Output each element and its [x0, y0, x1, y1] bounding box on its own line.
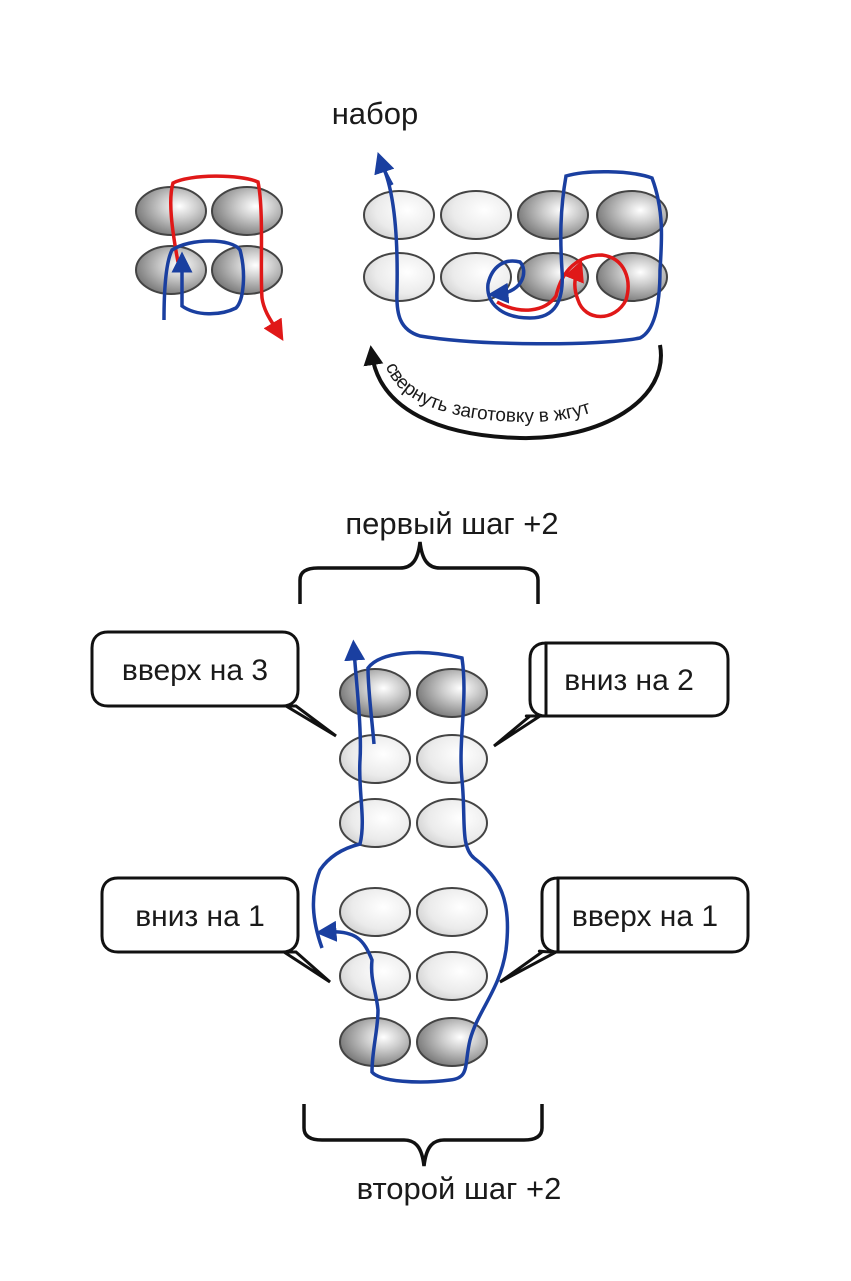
bead: [596, 252, 668, 302]
bead: [211, 245, 283, 295]
cast-on-red-thread: [496, 253, 630, 319]
bead: [363, 190, 435, 240]
callout-up3-text: вверх на 3: [122, 654, 268, 687]
bead: [596, 190, 668, 240]
cast-on-blue-arrow-head: [374, 152, 395, 186]
cast-on-bead-group: [363, 190, 668, 302]
bead: [363, 252, 435, 302]
bead: [339, 798, 411, 848]
callout-down2-text: вниз на 2: [564, 664, 694, 697]
callout-up3-bubble: [90, 630, 337, 738]
bead: [211, 186, 283, 236]
bead: [416, 1017, 488, 1067]
step-blue-thread-left: [311, 639, 366, 949]
bead: [416, 798, 488, 848]
bead: [517, 190, 589, 240]
step-blue-thread-main: [315, 650, 510, 1084]
cast-on-blue-thread: [379, 161, 664, 346]
callout-down1-bubble: [100, 876, 331, 984]
callout-up1-text: вверх на 1: [572, 900, 718, 933]
bead: [416, 734, 488, 784]
small-blue-thread: [162, 239, 246, 321]
roll-up-arrow: [363, 344, 663, 441]
second-step-brace: [302, 1104, 544, 1167]
first-step-brace: [298, 541, 540, 604]
bead: [416, 951, 488, 1001]
bead: [339, 668, 411, 718]
callout-down2-bubble: [493, 641, 730, 748]
callout-down1-text: вниз на 1: [135, 900, 265, 933]
bead: [440, 190, 512, 240]
second-step-label: второй шаг +2: [357, 1171, 562, 1206]
cast-on-label: набор: [332, 96, 419, 131]
roll-up-label: свернуть заготовку в жгут: [381, 360, 593, 428]
first-step-label: первый шаг +2: [345, 506, 558, 541]
callout-up1-bubble: [499, 876, 750, 984]
step-bead-column: [339, 668, 488, 1067]
bead: [339, 734, 411, 784]
bead: [339, 887, 411, 937]
small-bead-group: [135, 186, 283, 295]
bead: [416, 887, 488, 937]
bead: [416, 668, 488, 718]
small-red-thread: [168, 174, 284, 342]
